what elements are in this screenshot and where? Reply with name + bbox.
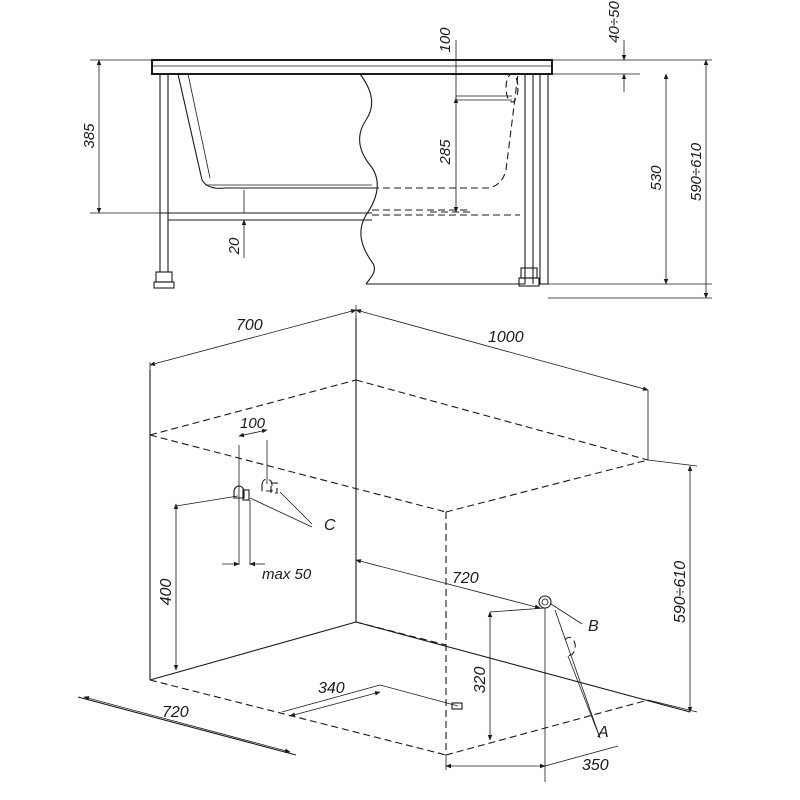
dim-700: 700 bbox=[236, 317, 263, 334]
floor-right-edge bbox=[355, 621, 691, 713]
floor-left-edge bbox=[149, 621, 357, 681]
bath-outline-dashed bbox=[149, 379, 649, 756]
tub-hidden-outline bbox=[372, 73, 519, 189]
cold-water-connection bbox=[233, 485, 245, 499]
dim-40-50: 40÷50 bbox=[606, 1, 623, 43]
dim-285: 285 bbox=[437, 139, 454, 166]
dim-1000: 1000 bbox=[488, 329, 524, 346]
label-c: C bbox=[324, 517, 336, 534]
dim-340: 340 bbox=[318, 680, 345, 697]
dim-100-connections: 100 bbox=[240, 415, 266, 432]
tub-basin-outline bbox=[177, 73, 378, 189]
faucet-connections: 100 C max 50 bbox=[222, 415, 336, 583]
dim-100-overflow: 100 bbox=[437, 27, 454, 53]
dim-720-left: 720 bbox=[162, 704, 189, 721]
drain-hidden bbox=[564, 636, 576, 656]
dim-320: 320 bbox=[472, 667, 489, 694]
room-isometric: 700 1000 590÷610 100 C max 50 bbox=[77, 305, 698, 782]
hot-water-connection bbox=[261, 478, 273, 492]
drain-outlet: B A bbox=[489, 595, 609, 782]
label-b: B bbox=[588, 618, 599, 635]
dim-530: 530 bbox=[648, 165, 665, 191]
bathtub-rim bbox=[151, 59, 553, 75]
overflow-connection bbox=[538, 595, 552, 609]
dim-400: 400 bbox=[158, 579, 175, 606]
label-a: A bbox=[597, 724, 609, 741]
dim-720-right: 720 bbox=[452, 570, 479, 587]
cut-line bbox=[359, 73, 378, 285]
overflow-hole bbox=[505, 73, 519, 103]
right-foot bbox=[520, 267, 538, 279]
bathtub-elevation: 385 100 285 40÷50 530 590÷610 20 bbox=[81, 1, 712, 299]
floor-drain bbox=[451, 702, 463, 710]
dim-590-610-bottom: 590÷610 bbox=[672, 561, 689, 623]
dim-590-610-top: 590÷610 bbox=[688, 142, 705, 201]
panel-edge bbox=[539, 73, 549, 285]
dim-350: 350 bbox=[582, 757, 609, 774]
left-foot bbox=[155, 271, 173, 283]
dim-20: 20 bbox=[226, 237, 243, 255]
dim-max-50: max 50 bbox=[262, 566, 312, 583]
dim-385: 385 bbox=[81, 123, 98, 149]
